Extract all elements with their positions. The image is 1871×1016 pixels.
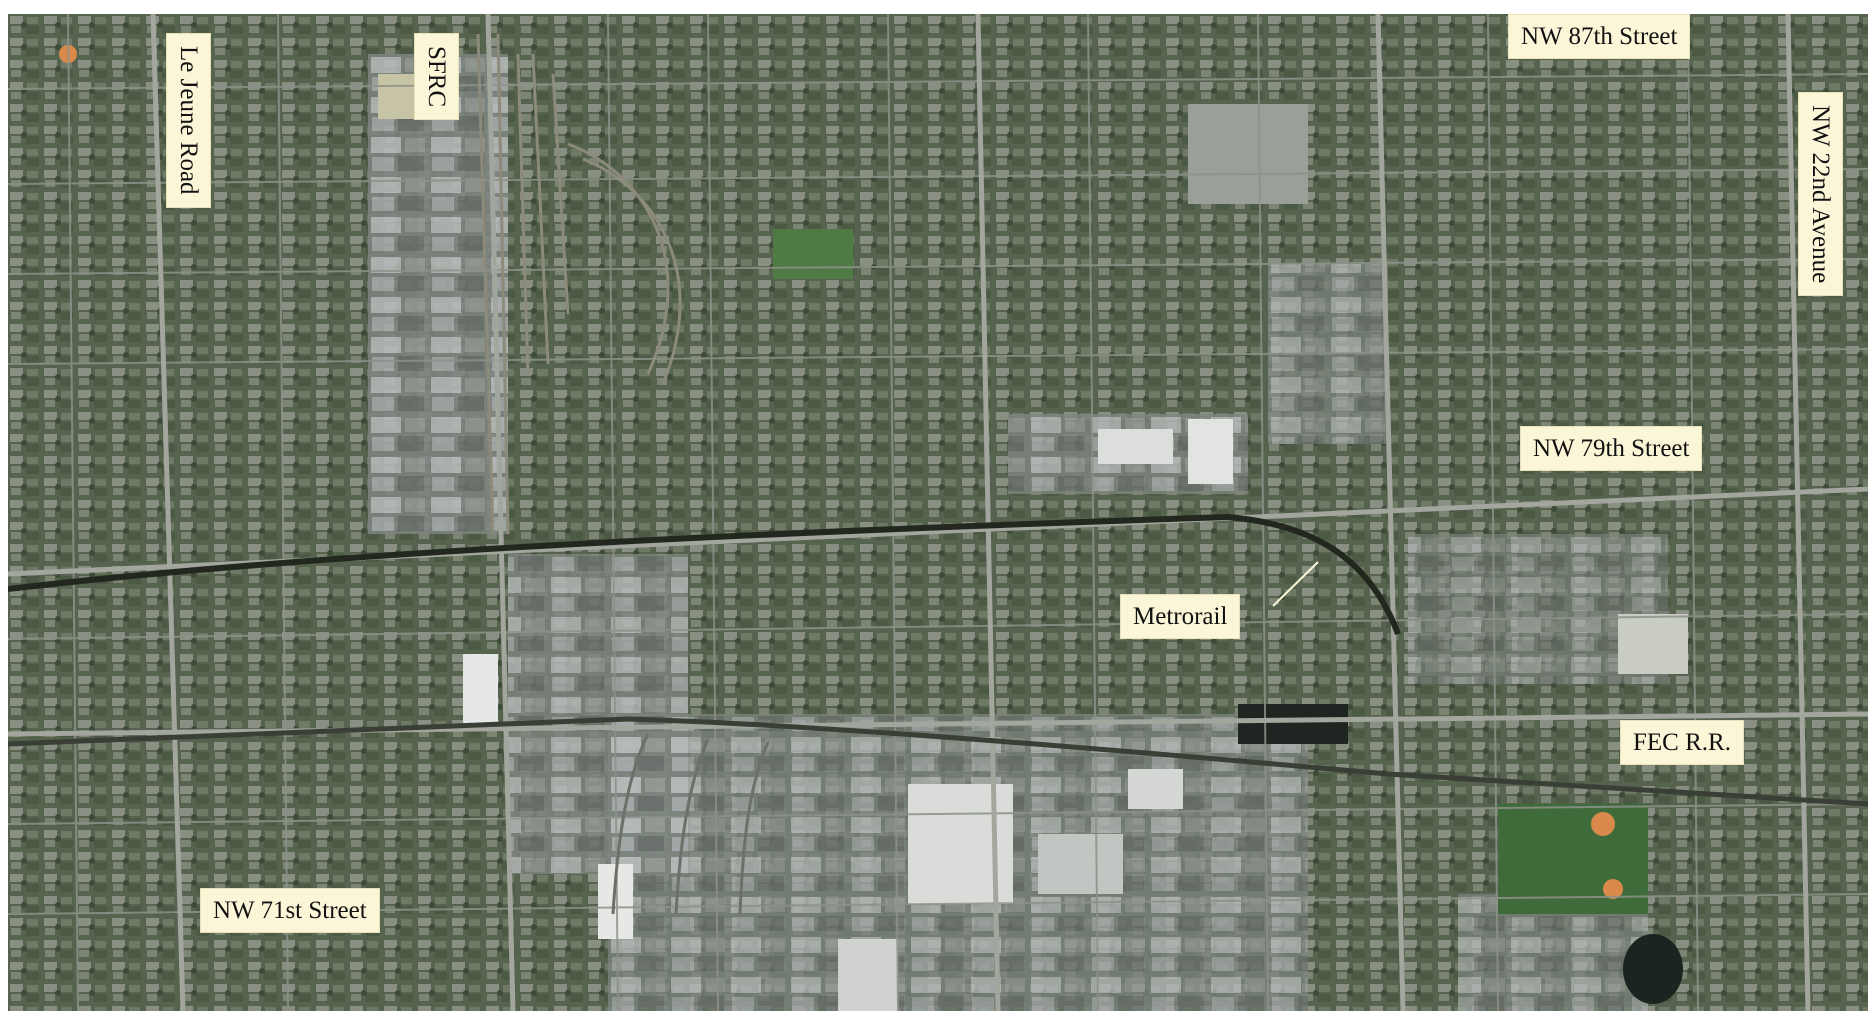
label-nw-71st-street: NW 71st Street bbox=[200, 888, 380, 933]
label-metrorail: Metrorail bbox=[1120, 594, 1241, 639]
aerial-map: Le Jeune Road SFRC NW 87th Street NW 22n… bbox=[8, 14, 1868, 1011]
label-le-jeune-road: Le Jeune Road bbox=[166, 33, 211, 208]
label-nw-22nd-avenue: NW 22nd Avenue bbox=[1798, 92, 1843, 297]
label-nw-79th-street: NW 79th Street bbox=[1520, 426, 1703, 471]
label-fec-rr: FEC R.R. bbox=[1620, 720, 1744, 765]
label-nw-87th-street: NW 87th Street bbox=[1508, 14, 1691, 59]
metrorail-leader-line bbox=[1272, 561, 1319, 607]
label-sfrc: SFRC bbox=[414, 33, 459, 121]
aerial-imagery bbox=[8, 14, 1868, 1011]
